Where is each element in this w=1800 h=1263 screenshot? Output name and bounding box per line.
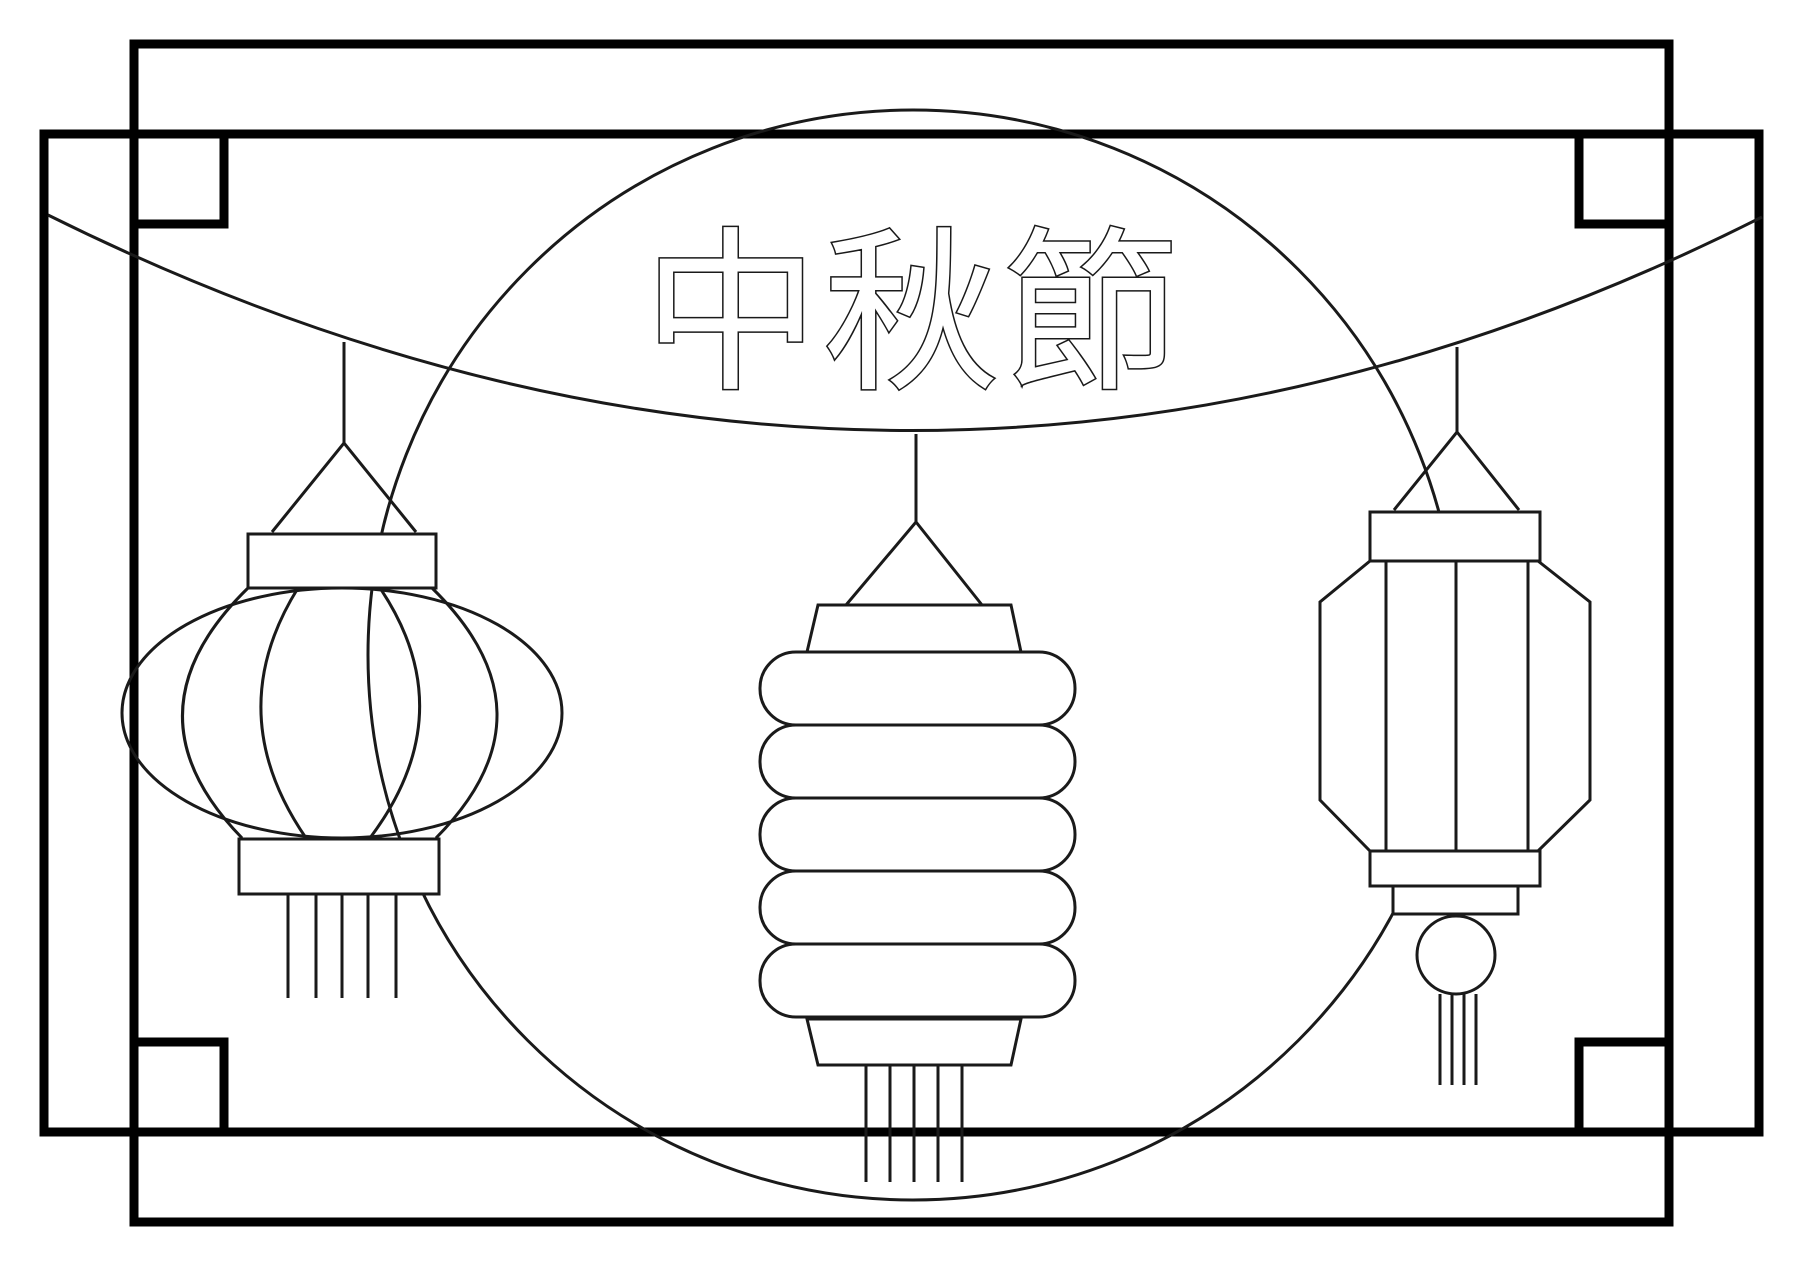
lantern-top-cap [246,532,438,590]
lantern-top-cap [805,603,1023,654]
frame-inner-rect [129,39,1674,1227]
lantern-bottom-cap [237,837,441,896]
lantern-base [1391,884,1520,916]
hanging-string [47,213,1763,432]
lantern-segmented [758,434,1077,1182]
frame-outer-rect [39,129,1764,1137]
lantern-segment [758,942,1077,1019]
lantern-round [120,342,564,998]
lantern-segment [758,650,1077,727]
lantern-tassel [864,1066,964,1182]
corner-square-bottom-right [1574,1037,1674,1137]
lantern-rib [259,587,308,839]
lantern-octagonal [1318,347,1592,1085]
lantern-top-cap [1368,510,1542,563]
lantern-tassel [286,894,398,998]
hanger-triangle [844,519,984,606]
hanger-triangle [270,440,418,533]
lantern-segment [758,796,1077,873]
corner-square-top-left [129,129,229,229]
lantern-rib [181,586,250,840]
hanger-triangle [1392,429,1521,511]
lantern-rib [368,587,422,839]
lantern-segment [758,869,1077,946]
lantern-rib [430,586,499,840]
lantern-bottom-cap [805,1017,1023,1067]
corner-square-top-right [1574,129,1674,229]
lantern-segment [758,723,1077,800]
corner-square-bottom-left [129,1037,229,1137]
decorative-frame [39,39,1764,1227]
title-text: 中秋節 [643,212,1183,417]
lantern-bead [1415,914,1497,996]
lantern-tassel [1438,994,1478,1085]
lantern-bottom-cap [1368,849,1542,888]
